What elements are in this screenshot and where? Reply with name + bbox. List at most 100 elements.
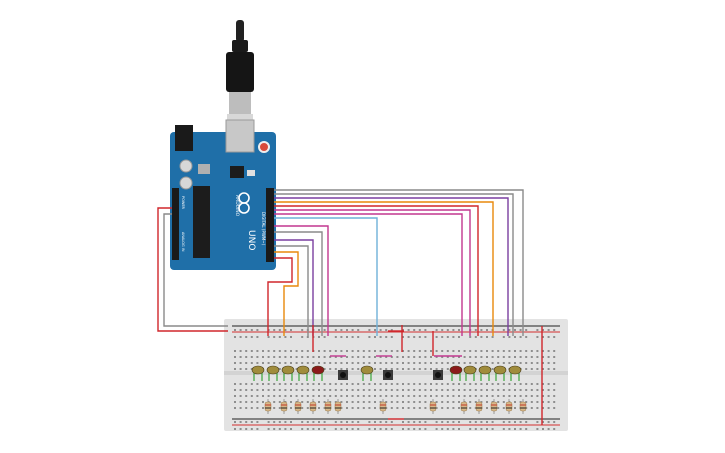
resistor-icon [460, 401, 468, 412]
resistor-icon [505, 401, 513, 412]
hole [390, 383, 393, 385]
hole [284, 336, 287, 338]
hole [239, 407, 242, 409]
hole [402, 356, 404, 358]
hole [379, 383, 382, 385]
hole [474, 329, 477, 331]
hole [334, 389, 337, 391]
arduino-board[interactable]: UNO ARDUINO DIGITAL (PWM~) POWER ANALOG … [170, 119, 276, 270]
hole [396, 395, 399, 397]
breadboard[interactable] [224, 319, 568, 431]
hole [290, 407, 292, 409]
hole [385, 356, 388, 358]
hole [458, 407, 460, 409]
hole [379, 350, 382, 352]
hole [458, 428, 460, 430]
hole [368, 407, 371, 409]
hole [256, 395, 259, 397]
hole [379, 421, 382, 423]
hole [553, 362, 556, 364]
wire [274, 245, 309, 336]
hole [267, 383, 270, 385]
power-label: POWER [181, 196, 185, 210]
hole [284, 356, 287, 358]
hole [278, 356, 281, 358]
hole [418, 329, 421, 331]
hole [306, 428, 309, 430]
hole [469, 407, 472, 409]
hole [547, 362, 550, 364]
hole [553, 383, 556, 385]
hole [480, 401, 483, 403]
hole [267, 356, 270, 358]
hole [536, 395, 539, 397]
hole [323, 383, 326, 385]
hole [474, 421, 477, 423]
hole [256, 329, 259, 331]
hole [312, 356, 315, 358]
hole [469, 350, 472, 352]
hole [390, 421, 393, 423]
hole [441, 362, 444, 364]
hole [390, 395, 393, 397]
hole [346, 407, 348, 409]
hole [301, 383, 304, 385]
hole [530, 407, 533, 409]
hole [278, 407, 281, 409]
hole [424, 329, 427, 331]
hole [278, 389, 281, 391]
hole [519, 383, 522, 385]
hole [458, 362, 460, 364]
hole [514, 356, 516, 358]
hole [547, 421, 550, 423]
hole [290, 362, 292, 364]
hole [357, 421, 360, 423]
hole [245, 356, 248, 358]
hole [458, 356, 460, 358]
hole [374, 428, 376, 430]
hole [497, 383, 500, 385]
hole [418, 389, 421, 391]
resistor-icon [264, 401, 272, 412]
hole [553, 389, 556, 391]
hole [519, 389, 522, 391]
hole [346, 329, 348, 331]
hole [290, 421, 292, 423]
hole [234, 350, 236, 352]
hole [418, 336, 421, 338]
hole [474, 362, 477, 364]
hole [502, 362, 505, 364]
hole [301, 389, 304, 391]
hole [396, 407, 399, 409]
hole [435, 428, 438, 430]
hole [536, 336, 539, 338]
hole [502, 356, 505, 358]
hole [245, 362, 248, 364]
hole [519, 329, 522, 331]
hole [435, 383, 438, 385]
led-icon [296, 365, 310, 375]
hole [435, 336, 438, 338]
hole [340, 329, 343, 331]
hole [374, 389, 376, 391]
hole [273, 383, 276, 385]
wire [274, 189, 524, 336]
hole [508, 389, 511, 391]
hole [262, 350, 264, 352]
hole [542, 389, 544, 391]
hole [374, 368, 376, 370]
hole [469, 336, 472, 338]
reset-button[interactable] [258, 141, 270, 153]
hole [357, 336, 360, 338]
hole [301, 421, 304, 423]
hole [267, 336, 270, 338]
hole [458, 350, 460, 352]
hole [267, 389, 270, 391]
hole [245, 329, 248, 331]
hole [446, 401, 449, 403]
hole [306, 401, 309, 403]
digital-label: DIGITAL (PWM~) [261, 212, 266, 246]
hole [480, 336, 483, 338]
hole [267, 421, 270, 423]
hole [502, 407, 505, 409]
